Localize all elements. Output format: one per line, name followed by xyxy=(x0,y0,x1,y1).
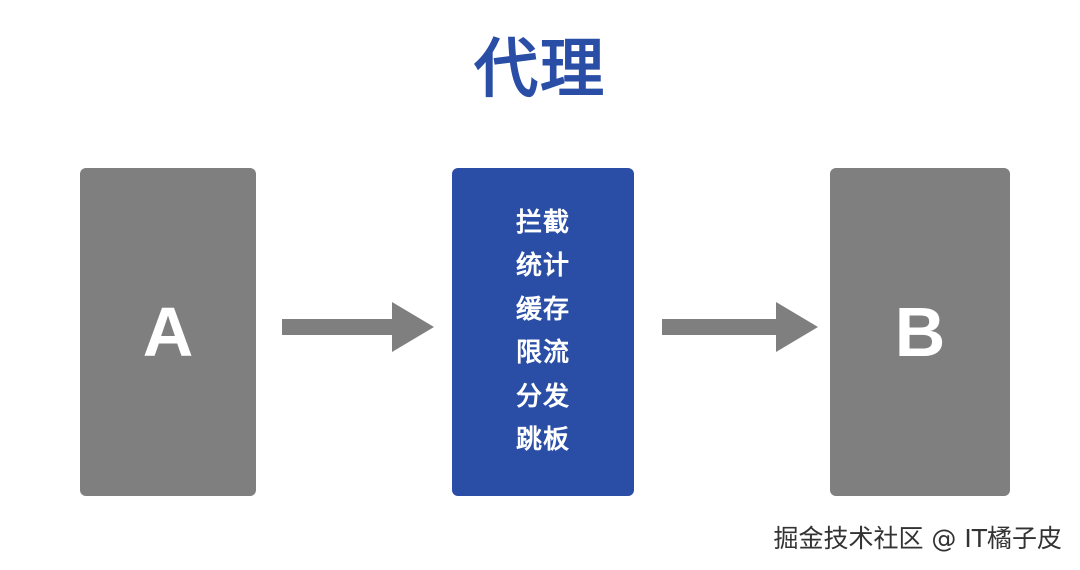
proxy-function-item: 限流 xyxy=(515,338,570,368)
node-b-label: B xyxy=(894,293,946,371)
watermark-text: 掘金技术社区 @ IT橘子皮 xyxy=(773,524,1062,553)
arrow-proxy-to-b xyxy=(662,302,818,352)
node-a-label: A xyxy=(142,293,194,371)
proxy-function-item: 分发 xyxy=(515,381,570,412)
node-a: A xyxy=(80,168,256,496)
arrow-a-to-proxy xyxy=(282,302,434,352)
proxy-function-item: 统计 xyxy=(515,251,570,281)
proxy-function-item: 跳板 xyxy=(515,425,570,455)
node-b: B xyxy=(830,168,1010,496)
proxy-function-item: 拦截 xyxy=(515,207,570,238)
proxy-function-item: 缓存 xyxy=(515,294,570,325)
proxy-node: 拦截 统计 缓存 限流 分发 跳板 xyxy=(452,168,634,496)
diagram-title: 代理 xyxy=(474,33,606,107)
